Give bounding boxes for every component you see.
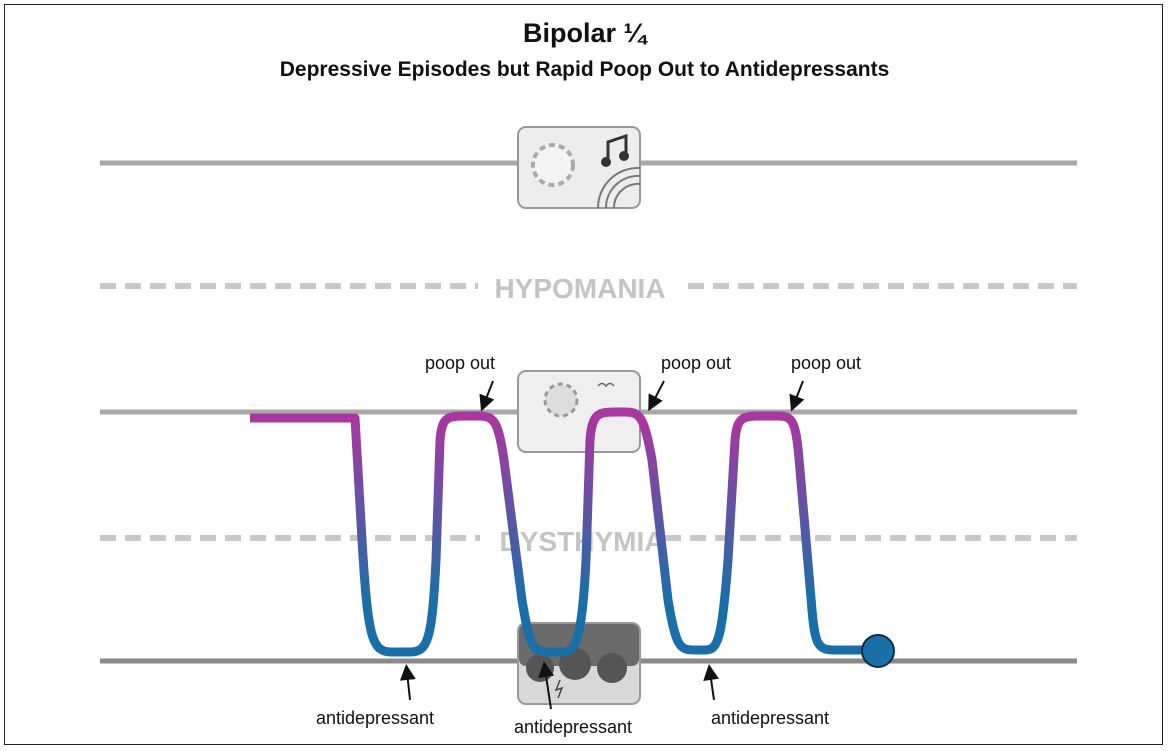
antidepressant-label-2: antidepressant — [514, 717, 632, 737]
sun-and-music-icon — [517, 126, 641, 209]
antidepressant-arrow-2 — [538, 661, 555, 710]
diagram-title: Bipolar ¼ — [522, 18, 647, 48]
poop-out-label-3: poop out — [791, 353, 861, 373]
antidepressant-label-1: antidepressant — [316, 708, 434, 728]
antidepressant-arrow-3 — [703, 664, 720, 701]
poop-out-arrow-1 — [479, 380, 495, 412]
current-mood-marker — [861, 634, 895, 668]
hypomania-label: HYPOMANIA — [494, 273, 665, 304]
mood-curve — [250, 407, 878, 657]
sun-and-birds-icon — [517, 370, 641, 453]
antidepressant-label-3: antidepressant — [711, 708, 829, 728]
figure-frame — [4, 4, 1163, 745]
diagram-subtitle: Depressive Episodes but Rapid Poop Out t… — [279, 58, 890, 81]
poop-out-arrow-3 — [789, 380, 805, 412]
poop-out-label-2: poop out — [661, 353, 731, 373]
antidepressant-arrow-1 — [399, 664, 416, 701]
poop-out-label-1: poop out — [425, 353, 495, 373]
poop-out-arrow-2 — [648, 380, 665, 412]
